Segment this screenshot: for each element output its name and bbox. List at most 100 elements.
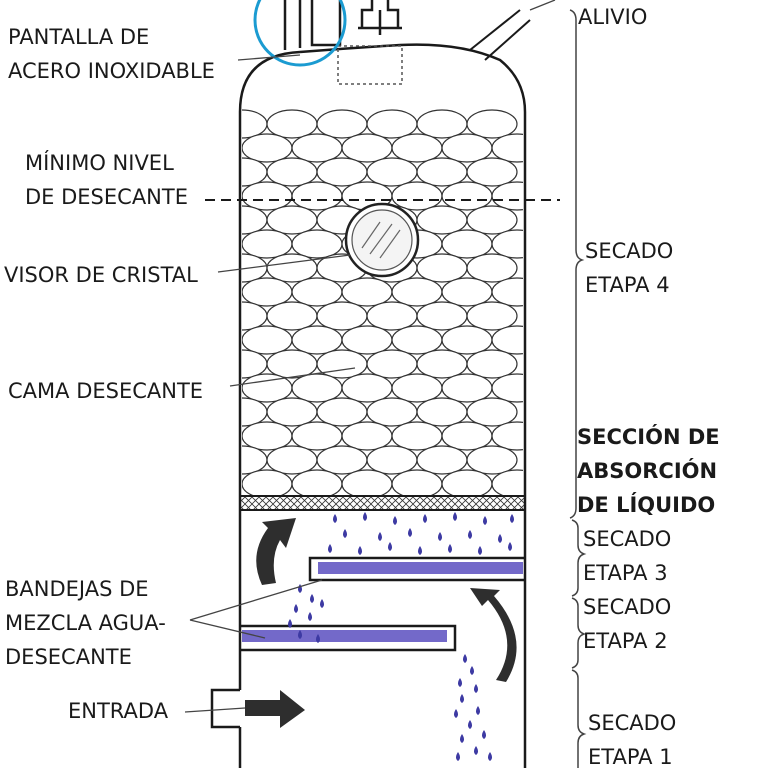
desiccant-pellet (291, 181, 343, 211)
desiccant-pellet (291, 229, 343, 259)
desiccant-pellet (391, 181, 443, 211)
desiccant-pellet (291, 133, 343, 163)
label-pantalla-2: ACERO INOXIDABLE (8, 59, 215, 83)
water-droplet (310, 594, 314, 603)
label-etapa3-2: ETAPA 3 (583, 561, 668, 585)
label-minimo-1: MÍNIMO NIVEL (25, 150, 174, 175)
water-droplet (294, 604, 298, 613)
water-droplet (328, 544, 332, 553)
water-droplet (510, 514, 514, 523)
desiccant-pellet (242, 181, 293, 211)
desiccant-pellet (266, 109, 318, 139)
flow-arrows (245, 518, 517, 728)
water-droplet (463, 654, 467, 663)
leader-lines (184, 0, 556, 713)
desiccant-pellet (316, 445, 368, 475)
water-droplet (298, 630, 302, 639)
desiccant-pellet (242, 469, 293, 496)
desiccant-pellet (242, 397, 268, 427)
desiccant-pellet (242, 325, 293, 355)
desiccant-pellet (466, 157, 518, 187)
desiccant-pellet (341, 421, 393, 451)
desiccant-pellet (291, 277, 343, 307)
water-droplet (468, 720, 472, 729)
desiccant-pellet (466, 205, 518, 235)
desiccant-pellet (266, 397, 318, 427)
desiccant-pellet (366, 397, 418, 427)
desiccant-pellet (466, 445, 518, 475)
desiccant-pellet (491, 133, 523, 163)
desiccant-pellet (266, 445, 318, 475)
desiccant-pellet (416, 445, 468, 475)
desiccant-pellet (491, 373, 523, 403)
label-bandejas-1: BANDEJAS DE (5, 577, 149, 601)
desiccant-pellet (466, 109, 518, 139)
water-droplet (393, 516, 397, 525)
desiccant-pellet (441, 133, 493, 163)
water-droplet (363, 512, 367, 521)
desiccant-pellet (242, 277, 293, 307)
desiccant-pellet (242, 253, 268, 283)
desiccant-pellet (391, 373, 443, 403)
desiccant-pellet (391, 325, 443, 355)
water-droplet (460, 694, 464, 703)
desiccant-pellet (416, 157, 468, 187)
label-etapa3-1: SECADO (583, 527, 671, 551)
label-etapa4-1: SECADO (585, 239, 673, 263)
highlight-circle (253, 0, 347, 67)
water-droplet (483, 516, 487, 525)
tray-upper (308, 556, 525, 582)
desiccant-pellet (316, 157, 368, 187)
water-droplet (458, 678, 462, 687)
sight-glass (344, 202, 420, 278)
water-droplet (468, 530, 472, 539)
stage-brackets (569, 9, 587, 768)
desiccant-pellet (441, 373, 493, 403)
water-droplet (378, 532, 382, 541)
desiccant-pellet (316, 397, 368, 427)
label-cama: CAMA DESECANTE (8, 379, 203, 403)
desiccant-pellet (441, 325, 493, 355)
water-droplet (454, 709, 458, 718)
desiccant-pellet (242, 301, 268, 331)
desiccant-pellet (266, 253, 318, 283)
water-droplet (453, 512, 457, 521)
desiccant-pellet (416, 205, 468, 235)
stainless-screen (337, 45, 403, 85)
vessel-dome (238, 43, 527, 113)
desiccant-pellet (266, 301, 318, 331)
water-droplet (456, 752, 460, 761)
water-droplet (474, 684, 478, 693)
desiccant-pellet (416, 109, 468, 139)
vessel-shell (238, 43, 527, 768)
desiccant-pellet (316, 301, 368, 331)
desiccant-pellet (316, 109, 368, 139)
top-nozzles (283, 0, 531, 61)
curved-arrow-left (256, 518, 296, 585)
desiccant-pellet (242, 133, 293, 163)
desiccant-pellet (242, 229, 293, 259)
desiccant-pellet (391, 469, 443, 496)
desiccant-pellet (491, 229, 523, 259)
desiccant-pellet (341, 133, 393, 163)
desiccant-pellet (441, 277, 493, 307)
desiccant-pellet (466, 301, 518, 331)
desiccant-pellet (391, 133, 443, 163)
desiccant-pellet (441, 421, 493, 451)
desiccant-pellet (441, 181, 493, 211)
desiccant-pellet (466, 349, 518, 379)
desiccant-pellet (466, 397, 518, 427)
label-entrada: ENTRADA (68, 699, 169, 723)
label-bandejas-2: MEZCLA AGUA- (5, 611, 166, 635)
label-pantalla-1: PANTALLA DE (8, 25, 149, 49)
desiccant-pellet (441, 229, 493, 259)
desiccant-pellet (416, 253, 468, 283)
desiccant-pellet (416, 301, 468, 331)
water-droplet (388, 542, 392, 551)
desiccant-pellet (291, 469, 343, 496)
desiccant-pellet (366, 301, 418, 331)
desiccant-pellet (266, 205, 318, 235)
desiccant-pellet (491, 469, 523, 496)
desiccant-pellet (491, 421, 523, 451)
water-droplet (333, 514, 337, 523)
